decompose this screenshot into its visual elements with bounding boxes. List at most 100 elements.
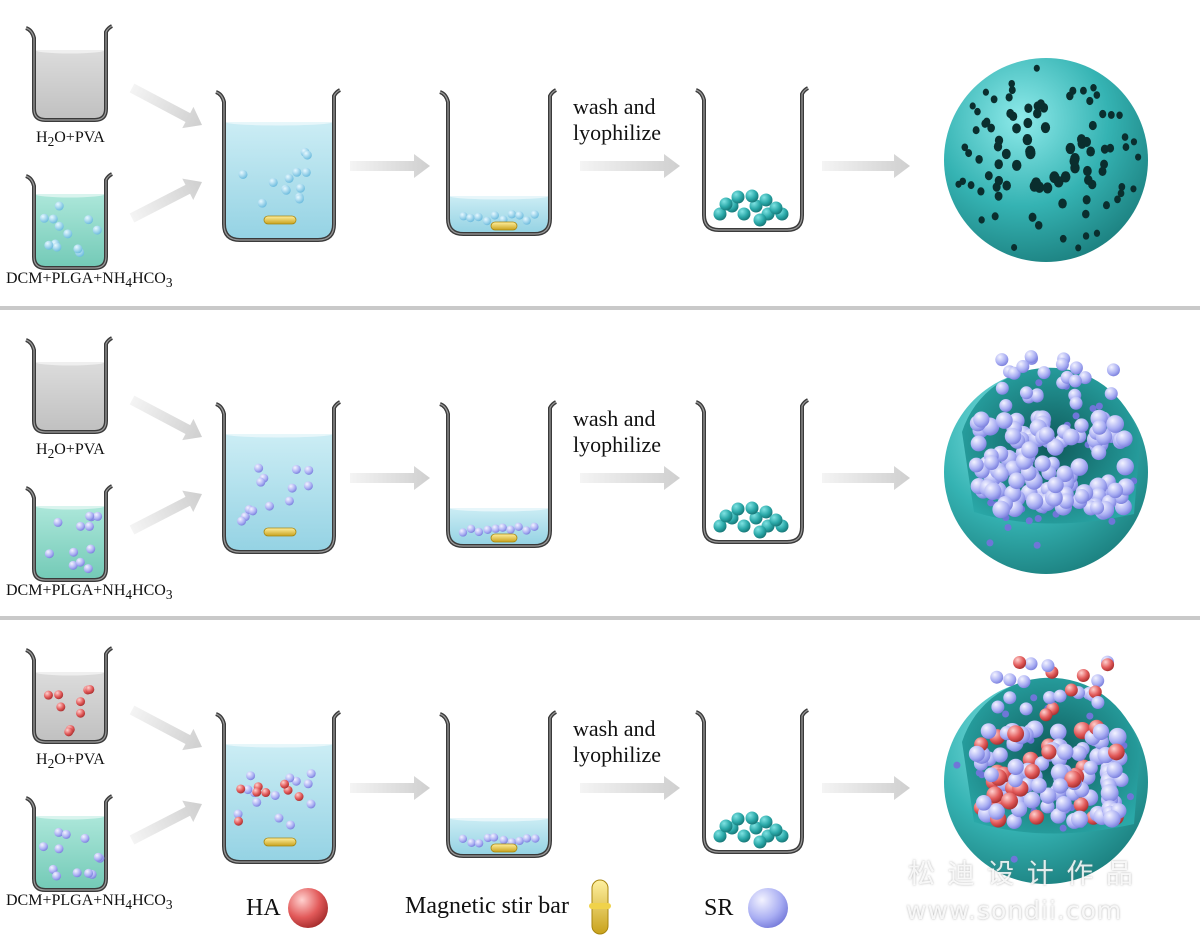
sr-particle	[988, 803, 1005, 820]
pore	[1006, 108, 1015, 119]
sr-particle	[1023, 791, 1041, 809]
pore	[972, 126, 980, 135]
pore	[1082, 136, 1092, 147]
released-particle	[1068, 374, 1082, 388]
ha-particle	[56, 702, 66, 712]
pore	[1012, 123, 1021, 134]
sr-particle	[1107, 482, 1124, 499]
pore	[1065, 142, 1076, 155]
beaker-highlight	[695, 399, 809, 543]
microsphere	[749, 199, 763, 213]
lyophilize-label: lyophilize	[573, 742, 661, 767]
oil-particle	[73, 244, 83, 254]
pore	[1060, 171, 1071, 183]
released-particle	[1106, 363, 1120, 377]
microsphere-beaker	[695, 398, 809, 544]
liquid-surface	[35, 812, 105, 820]
pore	[1075, 244, 1082, 252]
legend-sr-label: SR	[704, 895, 734, 921]
settled-droplet	[459, 212, 468, 221]
process-arrow	[580, 776, 680, 800]
microsphere	[753, 835, 767, 849]
emulsion-droplet	[237, 516, 247, 526]
sr-particle	[1062, 428, 1080, 446]
released-particle	[1053, 689, 1067, 703]
pore	[1034, 515, 1042, 523]
oil-particle	[72, 868, 82, 878]
oil-particle	[39, 213, 49, 223]
emulsion-droplet	[284, 496, 294, 506]
pore	[1033, 64, 1040, 72]
pore	[991, 212, 999, 221]
sr-particle	[1046, 438, 1064, 456]
ha-droplet	[280, 779, 290, 789]
sr-particle	[1055, 795, 1072, 812]
process-arrow	[129, 490, 203, 535]
settled-droplet	[467, 838, 476, 848]
emulsion-droplet	[306, 799, 316, 809]
beaker-highlight	[215, 89, 341, 241]
sr-particle	[970, 435, 987, 452]
beaker-highlight	[25, 25, 113, 121]
pore	[1116, 111, 1123, 119]
ha-particle	[43, 690, 53, 700]
released-particle	[1016, 360, 1030, 374]
pore	[953, 761, 961, 769]
beaker-highlight	[695, 709, 809, 853]
emulsion-droplet	[274, 813, 284, 823]
oil-particle	[44, 240, 54, 250]
sr-particle	[968, 457, 984, 473]
pore	[1028, 212, 1037, 222]
water-phase-label: H2O+PVA	[36, 441, 105, 462]
sr-particle	[1108, 727, 1127, 746]
product-sphere	[944, 350, 1148, 574]
microsphere	[753, 213, 767, 227]
ha-particle	[1024, 763, 1040, 780]
sr-particle	[1090, 500, 1105, 515]
released-particle	[1039, 708, 1053, 722]
pore	[1036, 99, 1045, 109]
sr-particle	[992, 747, 1008, 763]
sr-particle	[1116, 457, 1134, 476]
settled-droplet	[458, 834, 468, 843]
beaker-liquid	[35, 50, 105, 119]
settled-beaker	[439, 400, 557, 548]
pore	[977, 187, 985, 196]
settled-droplet	[530, 210, 539, 219]
released-particle	[1101, 658, 1115, 672]
microsphere	[719, 509, 733, 523]
beaker-liquid	[35, 362, 105, 431]
pore	[1011, 243, 1018, 251]
oil-beaker	[25, 794, 113, 892]
oil-particle	[38, 842, 48, 852]
process-arrow	[580, 154, 680, 178]
microsphere	[745, 189, 759, 203]
settled-droplet	[507, 210, 517, 219]
microsphere	[745, 811, 759, 825]
pore	[1058, 198, 1067, 209]
watermark-url: www.sondii.com	[906, 896, 1123, 925]
settled-droplet	[474, 527, 484, 537]
pore	[1088, 120, 1097, 131]
sr-particle	[1004, 428, 1022, 445]
released-particle	[1043, 690, 1057, 704]
process-arrow	[822, 466, 910, 490]
oil-particle	[54, 844, 64, 854]
settled-droplet	[531, 834, 540, 843]
microsphere	[769, 823, 783, 837]
emulsion-droplet	[292, 167, 302, 177]
pore	[1008, 79, 1016, 88]
legend-ha-label: HA	[246, 895, 281, 921]
oil-particle	[86, 544, 96, 554]
microsphere	[737, 207, 751, 221]
pore	[987, 499, 995, 507]
oil-phase-label: DCM+PLGA+NH4HCO3	[6, 892, 173, 913]
beaker-highlight	[439, 89, 557, 235]
sr-particle	[1074, 418, 1089, 433]
legend-sr-ball	[748, 888, 788, 928]
pore	[1069, 155, 1079, 167]
settled-droplet	[515, 211, 524, 220]
pore	[1086, 146, 1095, 157]
pore	[1059, 234, 1067, 243]
pore	[1117, 189, 1125, 198]
